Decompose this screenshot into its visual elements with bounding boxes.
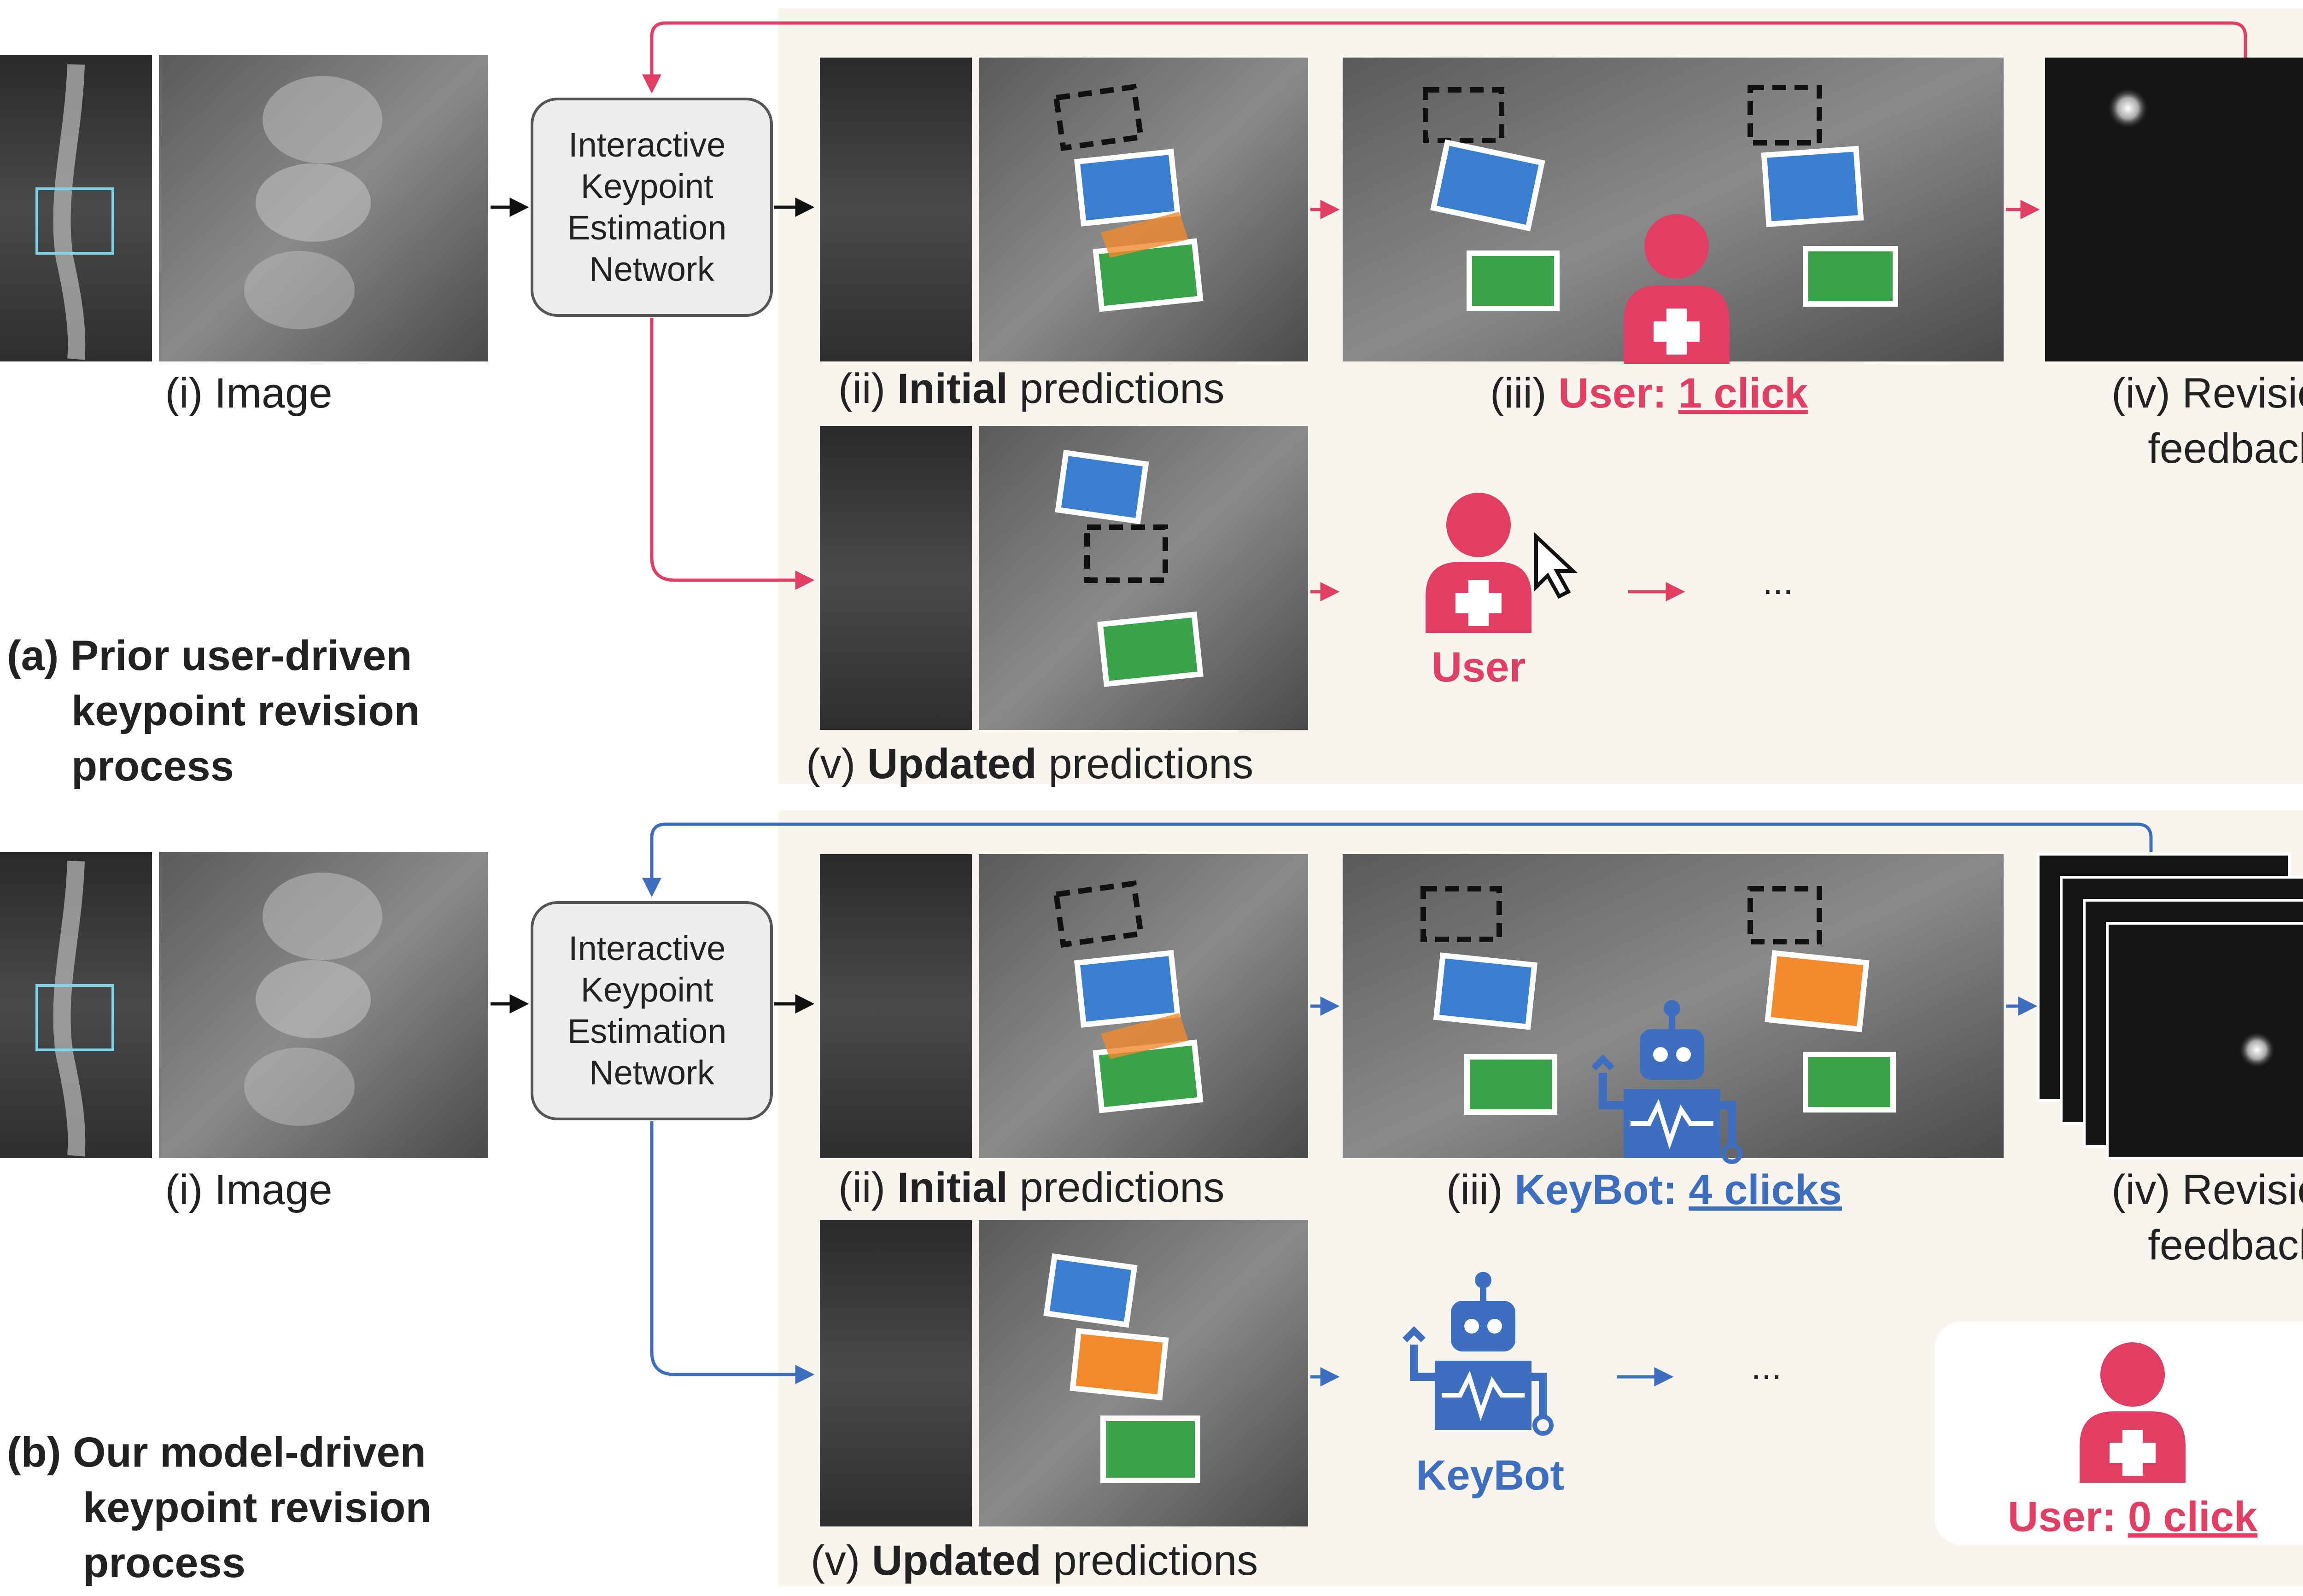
top-initial-caption: (ii) Initial predictions	[838, 365, 1224, 412]
top-updated-caption: (v) Updated predictions	[806, 740, 1253, 787]
top-network-label: Interactive Keypoint Estimation Network	[567, 126, 736, 288]
top-agent-label: User	[1432, 644, 1526, 691]
top-feedback-caption: (iv) Revision feedback	[2111, 370, 2303, 472]
bottom-updated-predictions	[820, 1220, 1308, 1526]
top-network-box	[531, 98, 773, 317]
top-user-caption: (iii) User: 1 click	[1490, 370, 1808, 417]
bottom-ellipsis: ...	[1751, 1346, 1782, 1387]
bottom-section-label: (b) Our model-driven keypoint revision p…	[7, 1429, 443, 1586]
bottom-initial-caption: (ii) Initial predictions	[838, 1164, 1224, 1211]
bottom-network-box	[531, 901, 773, 1120]
user-agent-icon	[1426, 493, 1578, 633]
top-initial-predictions	[820, 58, 1308, 361]
bottom-image-caption: (i) Image	[165, 1166, 333, 1213]
keybot-robot-icon	[1591, 1000, 1742, 1164]
bottom-revision-feedback-stack	[2037, 853, 2303, 1159]
user-zero-click-card	[1935, 1322, 2303, 1545]
bottom-agent-label: KeyBot	[1416, 1452, 1564, 1499]
bottom-input-image	[0, 852, 488, 1158]
top-input-image	[0, 55, 488, 361]
keybot-agent-icon	[1403, 1272, 1554, 1436]
bottom-updated-caption: (v) Updated predictions	[811, 1537, 1258, 1584]
top-section-label: (a) Prior user-driven keypoint revision …	[7, 632, 432, 790]
bottom-feedback-caption: (iv) Revision feedback	[2111, 1166, 2303, 1269]
top-revision-feedback	[2045, 58, 2303, 361]
top-highlight-box	[35, 187, 114, 255]
user-icon	[1624, 214, 1730, 364]
bottom-highlight-box	[35, 984, 114, 1051]
top-updated-predictions	[820, 426, 1308, 730]
user-zero-click-caption: User: 0 click	[2008, 1493, 2258, 1540]
top-ellipsis: ...	[1763, 561, 1794, 602]
bottom-network-label: Interactive Keypoint Estimation Network	[567, 929, 736, 1092]
bottom-keybot-caption: (iii) KeyBot: 4 clicks	[1446, 1166, 1842, 1213]
top-image-caption: (i) Image	[165, 370, 333, 417]
bottom-initial-predictions	[820, 854, 1308, 1158]
